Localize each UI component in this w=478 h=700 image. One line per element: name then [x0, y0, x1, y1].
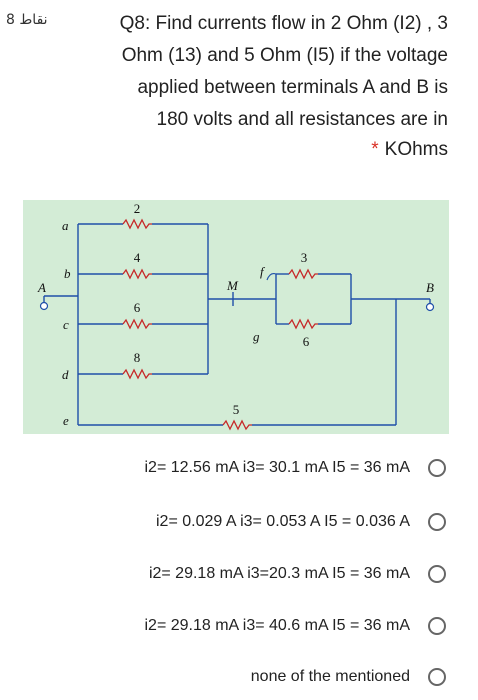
node-a-label: a [62, 218, 69, 233]
node-g-label: g [253, 329, 260, 344]
question-line: Q8: Find currents flow in 2 Ohm (I2) , 3 [119, 13, 448, 34]
terminal-a-icon [39, 301, 49, 311]
resistor-6b-label: 6 [303, 334, 310, 349]
required-asterisk: * [371, 139, 379, 160]
circuit-wires [44, 223, 430, 426]
answer-option-label: i2= 12.56 mA i3= 30.1 mA I5 = 36 mA [144, 459, 411, 476]
resistor-5-icon [222, 419, 252, 431]
question-line: Ohm (13) and 5 Ohm (I5) if the voltage [121, 45, 448, 66]
resistor-3-icon [288, 268, 318, 280]
answer-option-label: i2= 29.18 mA i3=20.3 mA I5 = 36 mA [148, 565, 410, 582]
radio-button[interactable] [428, 668, 446, 686]
node-m-label: M [226, 278, 239, 293]
radio-button[interactable] [428, 617, 446, 635]
terminal-a-label: A [37, 280, 46, 295]
question-line: 180 volts and all resistances are in [156, 109, 449, 130]
answer-option[interactable]: i2= 29.18 mA i3=20.3 mA I5 = 36 mA [0, 559, 478, 589]
terminal-b-label: B [426, 280, 434, 295]
answer-option-label: none of the mentioned [250, 668, 410, 685]
terminal-b-icon [425, 302, 435, 312]
node-f-label: f [260, 264, 266, 279]
resistor-8-label: 8 [134, 350, 141, 365]
resistor-4-icon [122, 268, 152, 280]
resistor-6-label: 6 [134, 300, 141, 315]
resistor-2-label: 2 [134, 201, 141, 216]
answer-option[interactable]: i2= 0.029 A i3= 0.053 A I5 = 0.036 A [0, 507, 478, 537]
node-d-label: d [62, 367, 69, 382]
resistor-4-label: 4 [134, 250, 141, 265]
resistor-5-label: 5 [233, 402, 240, 417]
question-text: Q8: Find currents flow in 2 Ohm (I2) , 3… [78, 8, 448, 136]
answer-option[interactable]: i2= 12.56 mA i3= 30.1 mA I5 = 36 mA [0, 453, 478, 483]
node-e-label: e [63, 413, 69, 428]
radio-button[interactable] [428, 513, 446, 531]
answer-option-label: i2= 0.029 A i3= 0.053 A I5 = 0.036 A [155, 513, 410, 530]
answer-option[interactable]: i2= 29.18 mA i3= 40.6 mA I5 = 36 mA [0, 611, 478, 641]
radio-button[interactable] [428, 459, 446, 477]
question-line: applied between terminals A and B is [137, 77, 448, 98]
points-label: 8 نقاط [6, 12, 48, 28]
resistor-3-label: 3 [301, 250, 308, 265]
resistor-8-icon [122, 368, 152, 380]
unit-line: *KOhms [371, 139, 448, 161]
circuit-diagram: 2 4 6 8 3 6 5 a b c d e M f g A B [23, 200, 449, 434]
circuit-svg: 2 4 6 8 3 6 5 a b c d e M f g A B [37, 201, 435, 431]
unit-text: KOhms [384, 139, 448, 160]
answer-option[interactable]: none of the mentioned [0, 662, 478, 692]
node-c-label: c [63, 317, 69, 332]
resistor-2-icon [122, 218, 152, 230]
radio-button[interactable] [428, 565, 446, 583]
resistor-6-icon [122, 318, 152, 330]
answer-option-label: i2= 29.18 mA i3= 40.6 mA I5 = 36 mA [144, 617, 411, 634]
node-b-label: b [64, 266, 71, 281]
resistor-6b-icon [288, 318, 318, 330]
